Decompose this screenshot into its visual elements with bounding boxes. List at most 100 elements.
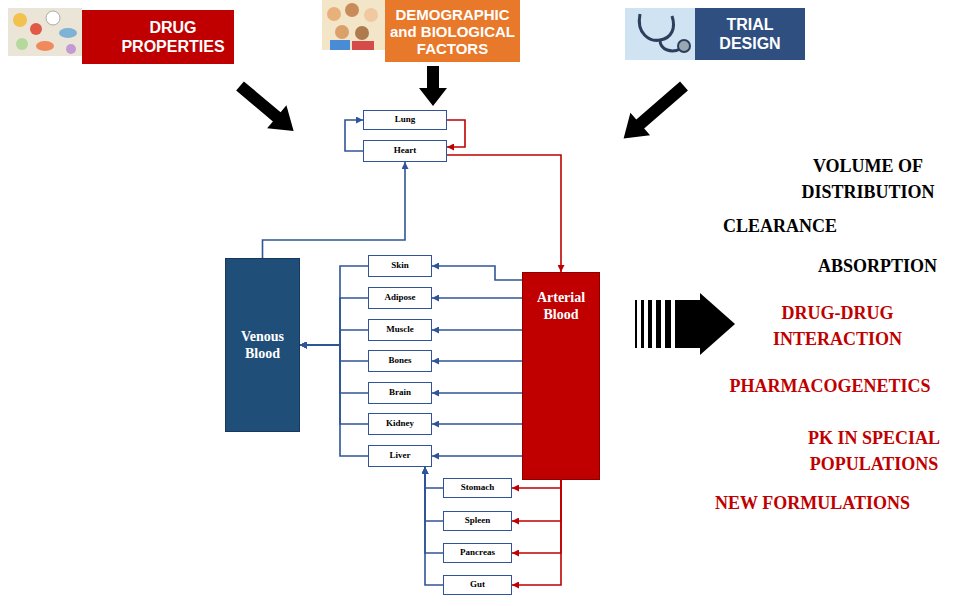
- node-text: Skin: [391, 260, 409, 271]
- factor-banner: TRIAL DESIGN: [695, 8, 805, 60]
- input-arrow: [419, 66, 447, 106]
- node-text: Lung: [395, 114, 416, 125]
- blood-flow-arrow: [432, 360, 522, 362]
- outcome-label: PK IN SPECIAL POPULATIONS: [790, 425, 958, 477]
- blood-flow-arrow: [432, 392, 522, 394]
- face: [345, 3, 359, 17]
- output-arrow-stripe: [656, 300, 661, 348]
- node-text: Kidney: [386, 418, 414, 429]
- face: [327, 7, 341, 21]
- blood-flow-arrow: [300, 345, 368, 361]
- outcome-label: NEW FORMULATIONS: [690, 490, 935, 516]
- capsule: [36, 41, 54, 51]
- blood-flow-arrow: [512, 480, 561, 521]
- output-arrow-head: [700, 293, 735, 355]
- outcome-label: VOLUME OF DISTRIBUTION: [780, 153, 956, 205]
- organ-box: Gut: [443, 575, 512, 595]
- node-text: Brain: [389, 387, 411, 398]
- organ-box: Pancreas: [443, 543, 512, 563]
- blood-flow-arrow: [300, 345, 368, 393]
- blood-flow-arrow: [263, 162, 406, 258]
- blood-flow-arrow: [447, 155, 561, 272]
- organ-box: Kidney: [368, 413, 432, 435]
- blood-flow-arrow: [300, 330, 368, 345]
- output-arrow-stripe: [641, 300, 644, 348]
- node-text: Pancreas: [460, 547, 495, 558]
- factor-banner: DRUG PROPERTIES: [82, 10, 234, 64]
- node-text: Heart: [394, 145, 417, 156]
- blood-flow-arrow: [432, 423, 522, 425]
- node-text: Stomach: [461, 482, 495, 493]
- chest-piece: [678, 40, 690, 52]
- outcome-label: DRUG-DRUG INTERACTION: [755, 300, 920, 352]
- organ-box: Lung: [363, 110, 447, 130]
- output-arrow-stripe: [635, 300, 637, 348]
- node-text: DRUG PROPERTIES: [116, 18, 230, 56]
- pills-photo: [8, 8, 82, 56]
- factor-banner: DEMOGRAPHIC and BIOLOGICAL FACTORS: [385, 0, 520, 62]
- capsule: [59, 28, 77, 38]
- blood-flow-arrow: [300, 345, 368, 424]
- organ-box: Stomach: [443, 478, 512, 498]
- node-text: Bones: [388, 355, 411, 366]
- blood-flow-arrow: [425, 467, 443, 521]
- input-arrow: [614, 75, 694, 150]
- organ-box: Liver: [368, 445, 432, 467]
- organ-box: Skin: [368, 255, 432, 277]
- organ-box: Muscle: [368, 319, 432, 341]
- node-text: Arterial Blood: [527, 289, 595, 323]
- output-arrow-stripe: [665, 300, 671, 348]
- body: [330, 40, 350, 50]
- blood-flow-arrow: [432, 455, 522, 457]
- body: [352, 41, 374, 50]
- node-text: Liver: [390, 450, 411, 461]
- input-arrow: [230, 75, 303, 143]
- outcome-label: ABSORPTION: [800, 253, 955, 279]
- organ-box: Heart: [363, 140, 447, 162]
- output-arrow-shaft: [675, 300, 701, 348]
- outcome-label: CLEARANCE: [700, 213, 860, 239]
- node-text: Venous Blood: [230, 328, 295, 362]
- outcome-label: PHARMACOGENETICS: [715, 373, 945, 399]
- face: [364, 8, 378, 22]
- organ-box: Spleen: [443, 511, 512, 531]
- blood-flow-arrow: [512, 480, 561, 553]
- output-arrow-stripe: [648, 300, 652, 348]
- blood-flow-arrow: [425, 467, 443, 488]
- blood-flow-arrow: [300, 266, 368, 345]
- blood-flow-arrow: [345, 120, 363, 151]
- blood-flow-arrow: [425, 467, 443, 553]
- node-text: Spleen: [465, 515, 491, 526]
- pill: [46, 11, 60, 25]
- stethoscope-tube: [639, 14, 673, 40]
- node-text: Adipose: [384, 292, 415, 303]
- blood-pool: Venous Blood: [225, 258, 300, 432]
- blood-flow-arrow: [432, 297, 522, 299]
- blood-flow-arrow: [512, 480, 561, 585]
- blood-flow-arrow: [432, 266, 522, 280]
- organ-box: Adipose: [368, 287, 432, 309]
- organ-box: Bones: [368, 350, 432, 372]
- node-text: Gut: [470, 579, 485, 590]
- pill: [66, 44, 76, 54]
- blood-flow-arrow: [432, 329, 522, 331]
- pill: [16, 38, 28, 50]
- face: [335, 25, 349, 39]
- blood-flow-arrow: [300, 298, 368, 345]
- blood-pool: Arterial Blood: [522, 272, 600, 480]
- organ-box: Brain: [368, 382, 432, 404]
- blood-flow-arrow: [425, 467, 443, 585]
- pill: [30, 23, 42, 35]
- face: [355, 26, 369, 40]
- pill: [13, 13, 27, 27]
- stethoscope-photo: [625, 8, 695, 60]
- blood-flow-arrow: [447, 120, 465, 147]
- node-text: TRIAL DESIGN: [699, 15, 801, 53]
- node-text: DEMOGRAPHIC and BIOLOGICAL FACTORS: [389, 6, 516, 57]
- blood-flow-arrow: [512, 480, 561, 488]
- blood-flow-arrow: [300, 345, 368, 456]
- node-text: Muscle: [386, 324, 414, 335]
- crowd-photo: [322, 0, 385, 50]
